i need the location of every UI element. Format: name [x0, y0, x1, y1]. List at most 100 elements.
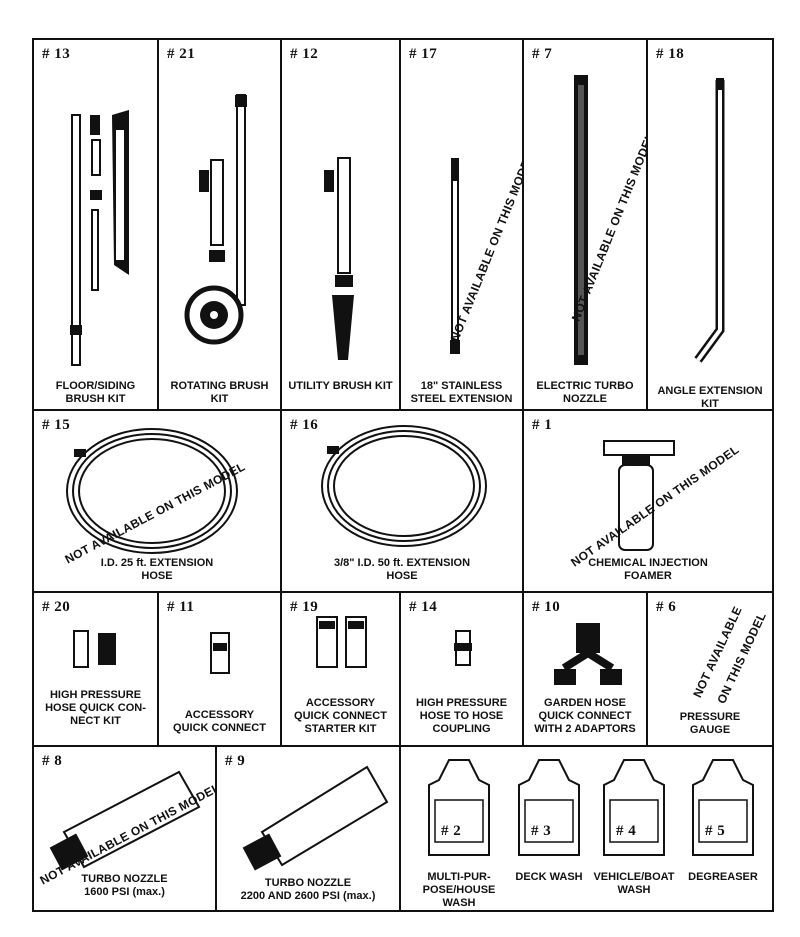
quick-connect-starter-kit-icon	[316, 616, 367, 668]
item-6-cell: # 6 NOT AVAILABLE ON THIS MODEL PRESSURE…	[646, 591, 774, 747]
caption-line: STARTER KIT	[304, 723, 377, 735]
caption-line: 2200 AND 2600 PSI (max.)	[240, 890, 376, 902]
caption-line: HIGH PRESSURE	[415, 697, 508, 709]
hose-coupling-icon	[454, 630, 472, 666]
item-number: # 17	[409, 46, 438, 62]
accessory-quick-connect-icon	[210, 632, 230, 674]
caption-line: ACCESSORY	[184, 709, 255, 721]
caption-line: GARDEN HOSE	[544, 697, 626, 709]
item-12-cell: # 12 UTILITY BRUSH KIT	[280, 38, 401, 411]
item-19-cell: # 19 ACCESSORY QUICK CONNECT STARTER KIT	[280, 591, 401, 747]
item-number: # 9	[225, 753, 246, 769]
item-number: # 21	[167, 46, 196, 62]
item-number: # 18	[656, 46, 685, 62]
item-15-cell: # 15 NOT AVAILABLE ON THIS MODEL I.D. 25…	[32, 409, 282, 593]
item-number: # 16	[290, 417, 319, 433]
item-number: # 6	[656, 599, 677, 615]
caption-line: HIGH PRESSURE	[49, 689, 142, 701]
caption-line: COUPLING	[432, 723, 491, 735]
caption-line: I.D. 25 ft. EXTENSION	[100, 557, 214, 569]
caption-line: POSE/HOUSE	[422, 884, 496, 896]
caption-line: GAUGE	[689, 724, 731, 736]
caption-line: PRESSURE	[679, 711, 741, 723]
caption-line: QUICK CONNECT	[538, 710, 632, 722]
item-number: # 14	[409, 599, 438, 615]
item-21-cell: # 21 ROTATING BRUSH KIT	[157, 38, 282, 411]
rotating-brush-icon	[184, 94, 247, 345]
caption-line: HOSE	[386, 570, 418, 582]
caption-line: MULTI-PUR-	[427, 871, 491, 883]
item-number: # 3	[531, 823, 552, 839]
caption-line: BRUSH KIT	[65, 393, 126, 405]
item-number: # 12	[290, 46, 319, 62]
caption-line: UTILITY BRUSH KIT	[288, 380, 393, 392]
extension-hose-icon	[321, 425, 487, 547]
accessory-sheet: # 13 FLOOR/SIDING BRUSH KIT # 21	[32, 38, 774, 912]
electric-turbo-nozzle-icon	[574, 75, 588, 365]
item-number: # 19	[290, 599, 319, 615]
item-17-cell: # 17 NOT AVAILABLE ON THIS MODEL 18" STA…	[399, 38, 524, 411]
extension-hose-icon	[66, 428, 238, 554]
floor-siding-brush-icon	[70, 110, 129, 366]
item-13-cell: # 13 FLOOR/SIDING BRUSH KIT	[32, 38, 159, 411]
caption-line: HOSE TO HOSE	[419, 710, 504, 722]
item-20-cell: # 20 HIGH PRESSURE HOSE QUICK CON- NECT …	[32, 591, 159, 747]
caption-line: KIT	[210, 393, 229, 405]
utility-brush-icon	[324, 157, 354, 360]
item-10-cell: # 10 GARDEN HOSE QUICK CONNECT WITH 2 AD…	[522, 591, 648, 747]
garden-hose-quick-connect-icon	[554, 623, 622, 685]
item-number: # 8	[42, 753, 63, 769]
caption-line: FOAMER	[624, 570, 672, 582]
caption-line: TURBO NOZZLE	[81, 873, 168, 885]
caption-line: QUICK CONNECT	[294, 710, 387, 722]
cleaner-jugs-icon	[428, 759, 754, 856]
caption-line: 18" STAINLESS	[420, 380, 503, 392]
caption-line: 1600 PSI (max.)	[84, 886, 165, 898]
caption-line: KIT	[701, 398, 719, 410]
caption-line: STEEL EXTENSION	[410, 393, 513, 405]
caption-line: WASH	[442, 897, 476, 909]
cleaners-cell: # 2 # 3 # 4 # 5 MULTI-PUR- POSE/HOUSE WA…	[399, 745, 774, 912]
caption-line: DEGREASER	[688, 871, 758, 883]
turbo-nozzle-icon	[242, 765, 389, 871]
caption-line: HOSE QUICK CON-	[45, 702, 146, 714]
item-number: # 7	[532, 46, 553, 62]
caption-line: HOSE	[141, 570, 173, 582]
turbo-nozzle-icon	[49, 770, 201, 871]
item-number: # 5	[705, 823, 726, 839]
stainless-extension-icon	[450, 158, 460, 354]
item-number: # 13	[42, 46, 71, 62]
caption-line: ANGLE EXTENSION	[657, 385, 763, 397]
item-number: # 11	[167, 599, 195, 615]
item-18-cell: # 18 ANGLE EXTENSION KIT	[646, 38, 774, 411]
caption-line: TURBO NOZZLE	[264, 877, 352, 889]
item-number: # 4	[616, 823, 637, 839]
item-number: # 1	[532, 417, 553, 433]
quick-connect-kit-icon	[73, 630, 116, 668]
item-16-cell: # 16 3/8" I.D. 50 ft. EXTENSION HOSE	[280, 409, 524, 593]
item-7-cell: # 7 NOT AVAILABLE ON THIS MODEL ELECTRIC…	[522, 38, 648, 411]
caption-line: QUICK CONNECT	[173, 722, 266, 734]
caption-line: 3/8" I.D. 50 ft. EXTENSION	[333, 557, 471, 569]
caption-line: NECT KIT	[70, 715, 121, 727]
caption-line: WITH 2 ADAPTORS	[534, 723, 636, 735]
caption-line: CHEMICAL INJECTION	[588, 557, 708, 569]
item-11-cell: # 11 ACCESSORY QUICK CONNECT	[157, 591, 282, 747]
caption-line: ELECTRIC TURBO	[536, 380, 634, 392]
caption-line: ACCESSORY	[305, 697, 376, 709]
item-number: # 15	[42, 417, 71, 433]
item-number: # 20	[42, 599, 71, 615]
angle-extension-icon	[694, 78, 725, 363]
item-1-cell: # 1 NOT AVAILABLE ON THIS MODEL CHEMICAL…	[522, 409, 774, 593]
item-number: # 2	[441, 823, 462, 839]
item-14-cell: # 14 HIGH PRESSURE HOSE TO HOSE COUPLING	[399, 591, 524, 747]
caption-line: ROTATING BRUSH	[170, 380, 269, 392]
caption-line: FLOOR/SIDING	[55, 380, 136, 392]
caption-line: DECK WASH	[515, 871, 583, 883]
caption-line: WASH	[617, 884, 651, 896]
caption-line: NOZZLE	[563, 393, 607, 405]
item-9-cell: # 9 TURBO NOZZLE 2200 AND 2600 PSI (max.…	[215, 745, 401, 912]
item-number: # 10	[532, 599, 561, 615]
chemical-foamer-icon	[603, 440, 675, 551]
item-8-cell: # 8 NOT AVAILABLE ON THIS MODEL TURBO NO…	[32, 745, 217, 912]
